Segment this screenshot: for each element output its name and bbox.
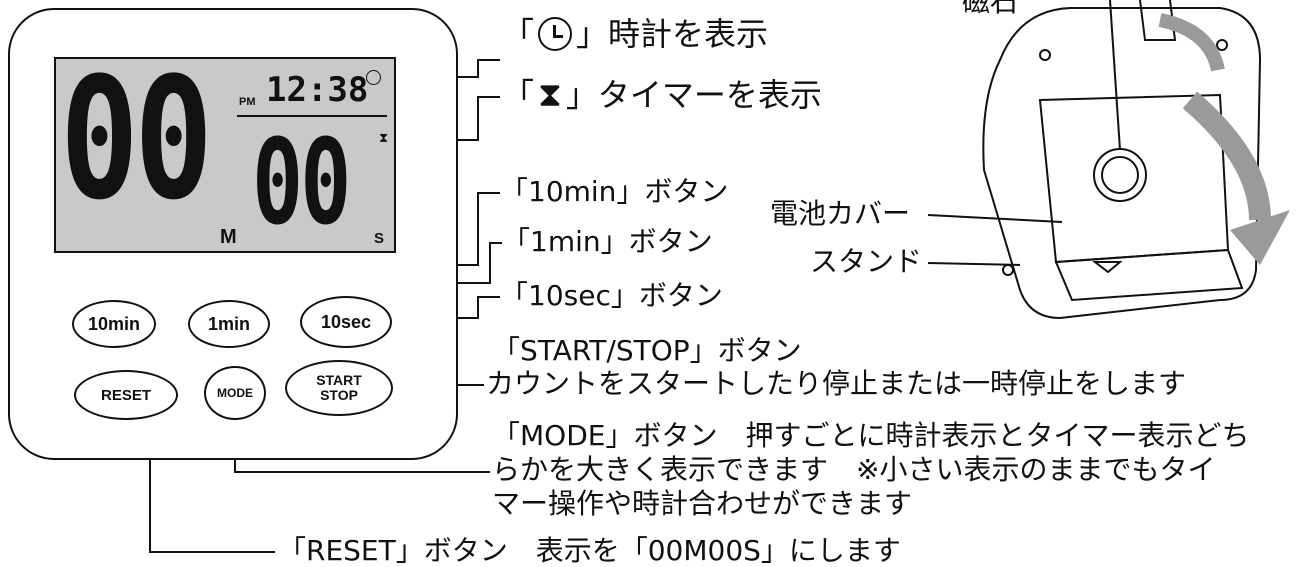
mode-annotation-line3: マー操作や時計合わせができます: [492, 487, 913, 520]
magnet-label: 磁石: [962, 0, 1019, 18]
mode-button[interactable]: MODE: [204, 366, 266, 420]
mode-annotation-line2: らかを大きく表示できます ※小さい表示のままでもタイ: [492, 453, 1216, 486]
lcd-timer-seconds: 00: [252, 113, 351, 251]
ten-min-annotation: 「10min」ボタン: [500, 175, 729, 208]
hourglass-icon: ⧗: [538, 75, 562, 115]
clock-open-bracket: 「: [502, 15, 535, 53]
one-min-button[interactable]: 1min: [188, 300, 270, 348]
lcd-hourglass-icon: ⧗: [379, 131, 389, 146]
lcd-pm-indicator: PM: [239, 96, 256, 108]
start-button-label: START: [316, 371, 362, 388]
magnet-inner: [1101, 156, 1139, 194]
ten-sec-button[interactable]: 10sec: [300, 296, 392, 348]
timer-open-bracket: 「: [502, 76, 535, 114]
battery-callout-line: [927, 214, 1063, 223]
screw-bottom-left: [1002, 264, 1014, 276]
stand-callout-line: [927, 262, 1021, 266]
start-stop-annotation-title: 「START/STOP」ボタン: [492, 334, 802, 367]
reset-button-label: RESET: [100, 386, 151, 404]
reset-annotation: 「RESET」ボタン 表示を「00M00S」にします: [278, 534, 901, 567]
timer-icon-annotation: 「 ⧗ 」タイマーを表示: [502, 78, 822, 112]
ten-min-button-label: 10min: [87, 313, 141, 334]
cover-triangle: [1092, 261, 1123, 274]
ten-sec-annotation: 「10sec」ボタン: [500, 279, 723, 312]
stand-label: スタンド: [810, 245, 923, 278]
mode-button-label: MODE: [217, 386, 253, 400]
timer-annotation-text: 」タイマーを表示: [565, 76, 822, 114]
rotation-arrow-head: [1230, 210, 1290, 265]
screw-top-left: [1039, 49, 1051, 61]
rotation-arrow-main: [1182, 91, 1271, 221]
clock-icon-annotation: 「 」時計を表示: [502, 17, 768, 51]
magnet-pointer: [1109, 0, 1121, 151]
one-min-button-label: 1min: [207, 313, 250, 334]
start-stop-annotation-desc: カウントをスタートしたり停止または一時停止をします: [486, 367, 1187, 400]
rotation-arrow-top: [1158, 13, 1225, 72]
start-stop-button[interactable]: START STOP: [285, 360, 393, 416]
lcd-clock-time: 12:38: [266, 70, 369, 110]
stop-button-label: STOP: [320, 387, 358, 403]
back-housing: [982, 7, 1262, 320]
ten-min-button[interactable]: 10min: [72, 300, 156, 348]
lcd-display: 00 M PM 12:38 00 S ⧗: [54, 57, 396, 253]
clock-annotation-text: 」時計を表示: [576, 15, 769, 53]
lcd-minute-unit: M: [220, 226, 237, 248]
one-min-annotation: 「1min」ボタン: [502, 225, 713, 258]
back-view-illustration: [982, 0, 1290, 320]
lcd-timer-minutes: 00: [60, 57, 213, 237]
battery-cover-label: 電池カバー: [770, 197, 911, 230]
reset-button[interactable]: RESET: [74, 370, 178, 420]
stand-outline: [1054, 248, 1244, 302]
lcd-clock-icon: [366, 70, 381, 85]
mode-annotation-line1: 「MODE」ボタン 押すごとに時計表示とタイマー表示どち: [492, 419, 1250, 452]
screw-top-right: [1216, 39, 1228, 51]
lcd-divider: [237, 115, 387, 117]
clock-icon: [538, 17, 573, 51]
ten-sec-button-label: 10sec: [320, 311, 372, 332]
lcd-second-unit: S: [374, 230, 385, 247]
